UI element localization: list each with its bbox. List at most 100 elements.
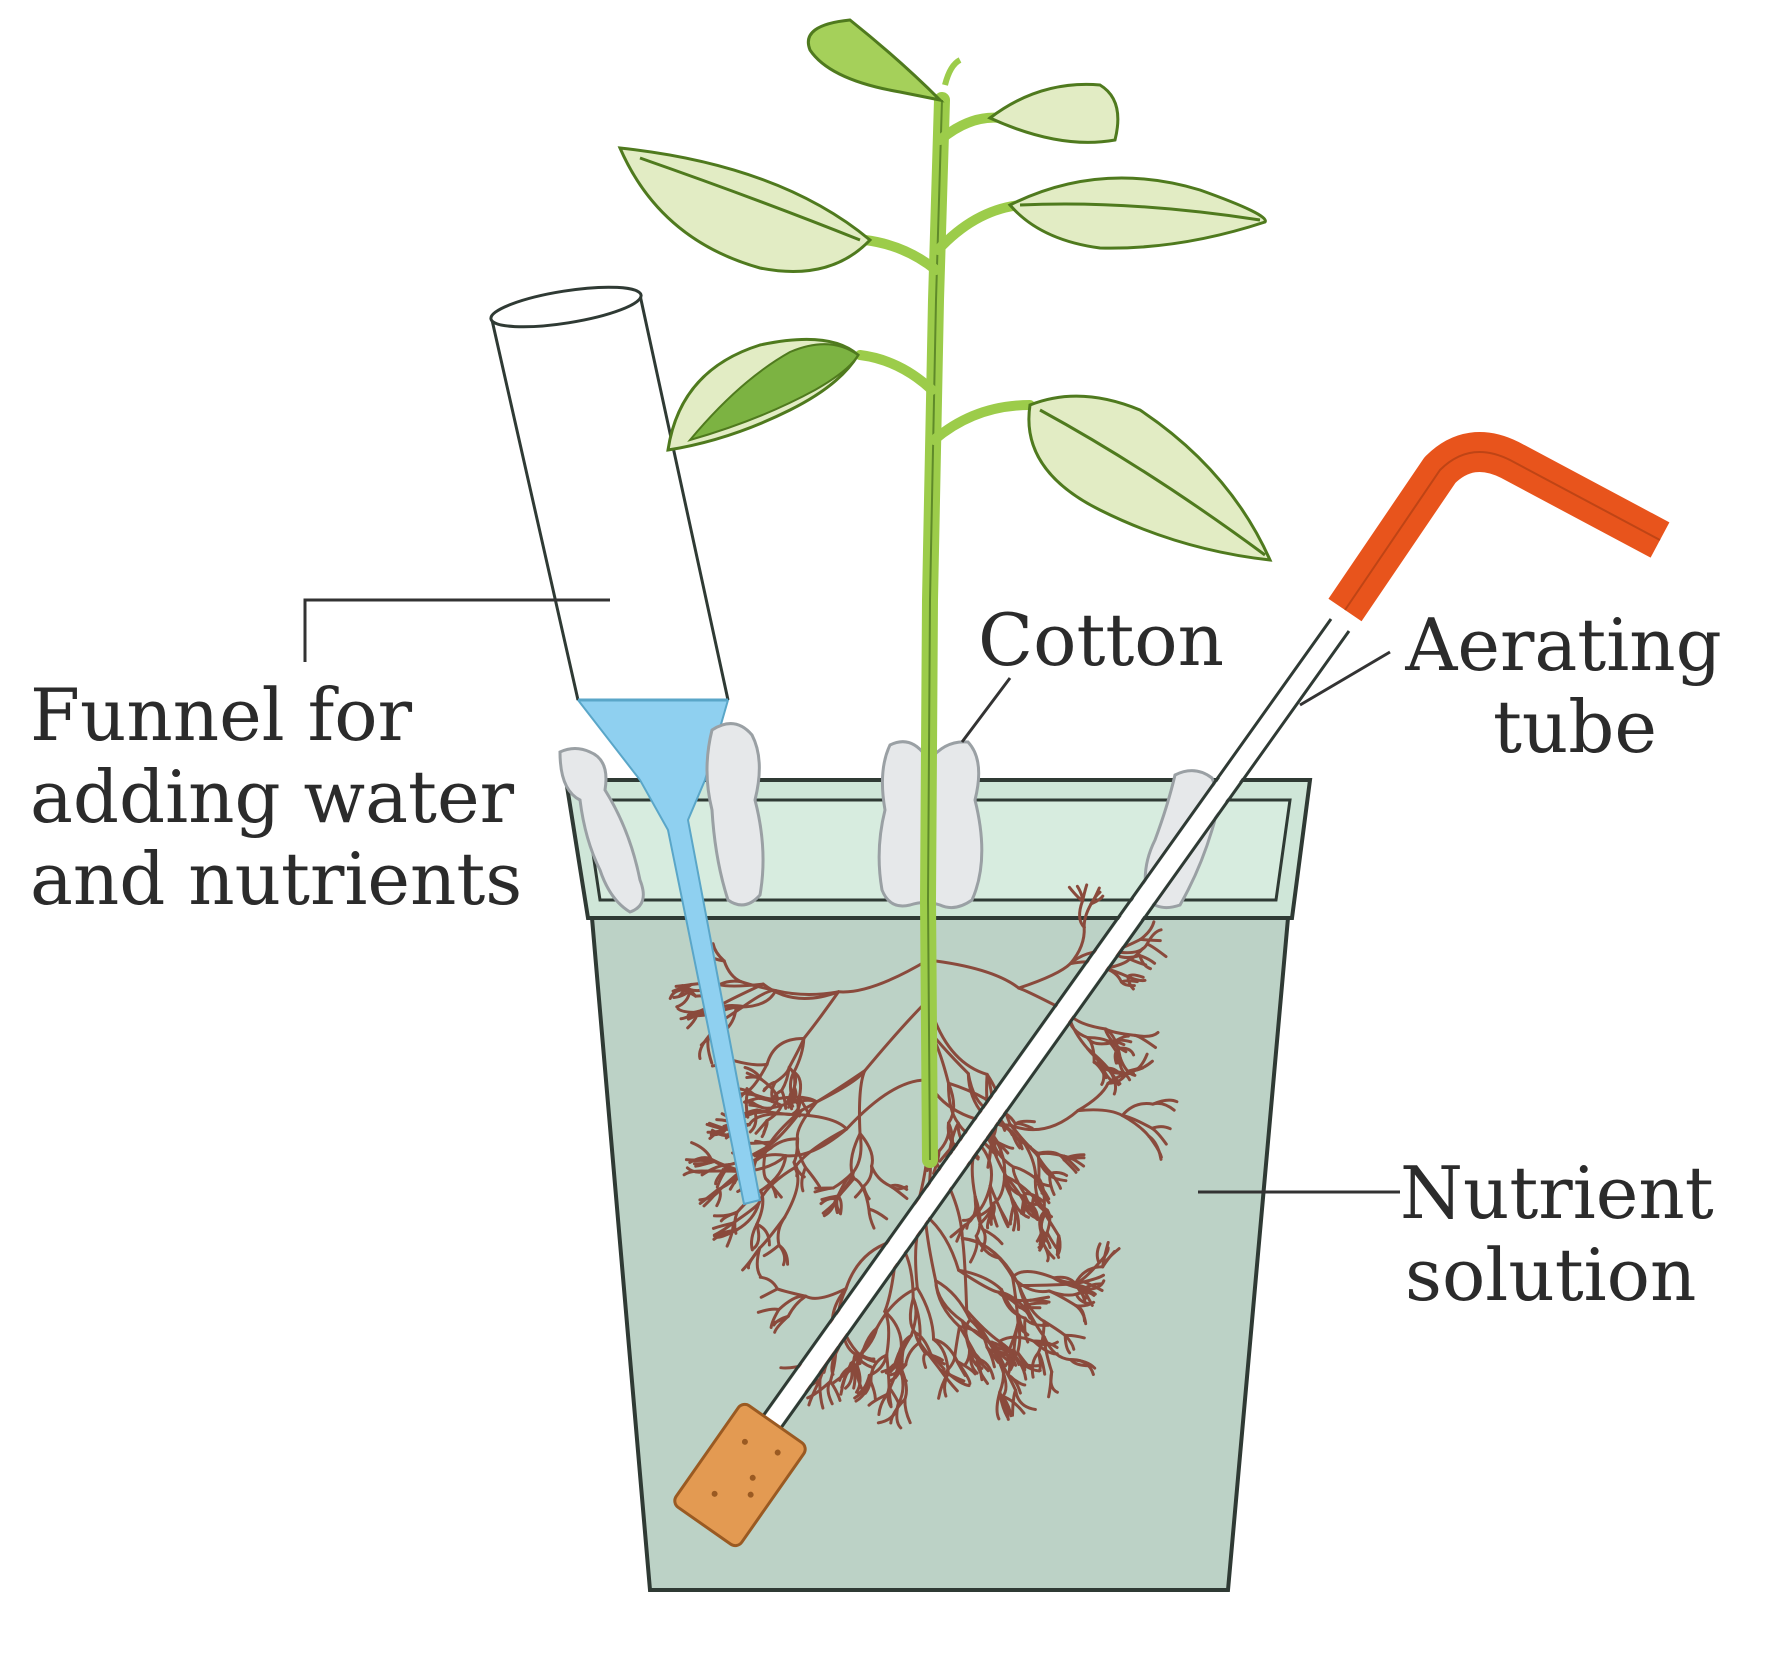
root-strand bbox=[923, 1352, 944, 1362]
root-strand bbox=[956, 1360, 972, 1385]
root-strand bbox=[1120, 1114, 1151, 1138]
root-strand bbox=[1034, 1173, 1046, 1214]
root-strand bbox=[1104, 1027, 1122, 1060]
leaf-mid-right-midrib bbox=[1039, 408, 1266, 557]
root-strand bbox=[968, 1318, 989, 1349]
root-strand bbox=[776, 1215, 787, 1247]
root-strand bbox=[1095, 1242, 1102, 1265]
root-strand bbox=[1049, 1171, 1069, 1177]
root-strand bbox=[1133, 1031, 1160, 1038]
root-strand bbox=[1138, 920, 1156, 941]
label-funnel-line1: Funnel for bbox=[30, 673, 413, 757]
root-strand bbox=[759, 1287, 779, 1299]
root-strand bbox=[932, 1337, 959, 1364]
branch-upper-right bbox=[933, 200, 1025, 255]
root-strand bbox=[908, 1296, 917, 1335]
root-strand bbox=[684, 1157, 713, 1162]
root-strand bbox=[1109, 1070, 1118, 1096]
root-strand bbox=[762, 1243, 781, 1258]
root-strand bbox=[1126, 975, 1147, 983]
root-strand bbox=[1011, 1165, 1026, 1195]
root-strand bbox=[900, 1334, 913, 1364]
root-strand bbox=[1001, 1394, 1026, 1415]
root-strand bbox=[851, 1132, 863, 1174]
root-strand bbox=[1086, 1036, 1115, 1046]
root-strand bbox=[1138, 954, 1157, 965]
root-strand bbox=[1062, 1158, 1078, 1174]
root-strand bbox=[685, 1166, 709, 1174]
root-strand bbox=[867, 1207, 889, 1221]
root-strand bbox=[957, 1268, 1000, 1294]
aerating-tube-glass-edges bbox=[741, 618, 1351, 1457]
branch-mid-right bbox=[929, 400, 1035, 445]
root-strand bbox=[1076, 1081, 1110, 1113]
root-strand bbox=[844, 1361, 854, 1390]
root-strand bbox=[895, 1402, 903, 1430]
root-strand bbox=[694, 1159, 716, 1168]
root-strand bbox=[1037, 1183, 1051, 1205]
root-strand bbox=[946, 1371, 971, 1388]
root-strand bbox=[748, 1099, 763, 1109]
root-strand bbox=[885, 1353, 891, 1389]
root-strand bbox=[1116, 1046, 1136, 1057]
root-strand bbox=[867, 1392, 889, 1407]
root-strand bbox=[1150, 1125, 1172, 1131]
root-strand bbox=[765, 1036, 806, 1066]
root-strand bbox=[1126, 973, 1145, 979]
root-strand bbox=[989, 1343, 1016, 1366]
root-strand bbox=[1132, 1059, 1154, 1073]
root-strand bbox=[1074, 1304, 1088, 1326]
aerating-tube-rubber-outline bbox=[1344, 451, 1661, 611]
root-strand bbox=[888, 1183, 909, 1191]
label-nutrient: Nutrient solution bbox=[1400, 1151, 1737, 1317]
root-strand bbox=[1076, 1108, 1124, 1117]
root-strand bbox=[1010, 1130, 1022, 1150]
root-strand bbox=[1038, 1210, 1046, 1238]
root-strand bbox=[958, 1325, 993, 1347]
root-strand bbox=[1052, 1276, 1085, 1291]
root-strand bbox=[1118, 1056, 1137, 1077]
root-strand bbox=[806, 1379, 832, 1400]
label-cotton: Cotton bbox=[978, 598, 1224, 682]
root-strand bbox=[853, 1352, 874, 1369]
root-strand bbox=[849, 1326, 879, 1365]
root-strand bbox=[1067, 885, 1085, 903]
root-strand bbox=[849, 1132, 862, 1180]
root-strand bbox=[1012, 1321, 1020, 1352]
root-strand bbox=[741, 988, 778, 1008]
root-strand bbox=[947, 1081, 956, 1125]
root-strand bbox=[1028, 1295, 1051, 1302]
root-strand bbox=[758, 1275, 779, 1291]
root-strand bbox=[869, 1353, 889, 1384]
root-strand bbox=[1011, 1275, 1051, 1294]
root-strand bbox=[1069, 1358, 1097, 1370]
root-strand bbox=[722, 959, 743, 984]
root-strand bbox=[996, 1357, 1005, 1394]
root-strand bbox=[957, 1268, 1003, 1292]
root-strand bbox=[913, 1331, 933, 1356]
funnel-mouth bbox=[489, 285, 643, 329]
label-aerating: Aerating tube bbox=[1404, 603, 1744, 769]
root-strand bbox=[712, 1210, 739, 1218]
root-strand bbox=[911, 1296, 922, 1344]
plant-stem-edge bbox=[926, 99, 943, 1161]
root-strand bbox=[996, 1290, 1026, 1309]
root-strand bbox=[947, 1081, 987, 1101]
root-strand bbox=[702, 1188, 720, 1208]
root-strand bbox=[747, 1112, 791, 1127]
root-strand bbox=[804, 1166, 821, 1188]
root-strand bbox=[791, 1095, 802, 1115]
root-strand bbox=[788, 1085, 797, 1105]
root-strand bbox=[1081, 1279, 1106, 1291]
leader-funnel bbox=[303, 598, 610, 662]
root-strand bbox=[777, 1243, 790, 1266]
root-strand bbox=[1086, 1047, 1113, 1074]
root-strand bbox=[807, 1377, 822, 1407]
root-strand bbox=[1042, 1319, 1067, 1337]
label-nutrient-line2: solution bbox=[1405, 1233, 1696, 1317]
aerating-tube-glass bbox=[743, 616, 1349, 1459]
root-strand bbox=[698, 1034, 711, 1060]
cotton-plug-funnel-right bbox=[705, 722, 765, 907]
root-strand bbox=[938, 1368, 959, 1393]
root-strand bbox=[969, 1234, 979, 1264]
